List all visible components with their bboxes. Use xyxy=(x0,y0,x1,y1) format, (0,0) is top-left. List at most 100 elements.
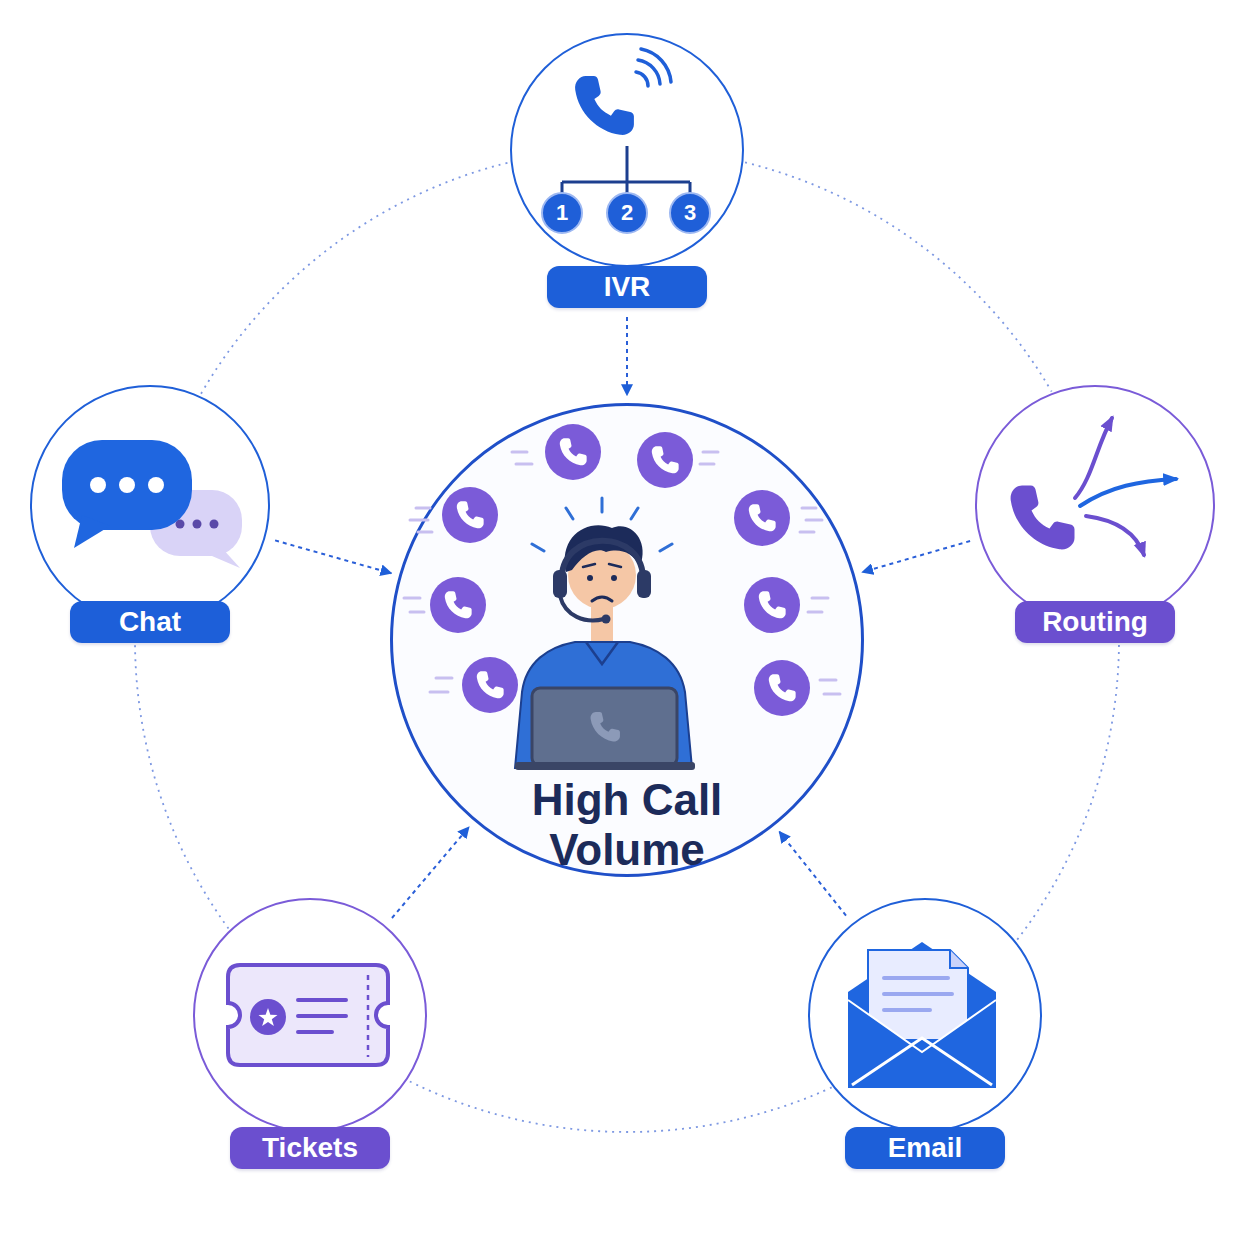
node-circle xyxy=(193,898,427,1132)
phone-bubble xyxy=(637,432,693,488)
ring-link xyxy=(201,162,509,393)
email-icon xyxy=(848,942,996,1088)
ivr-icon xyxy=(638,60,660,84)
chat-icon xyxy=(210,520,219,529)
ring-link xyxy=(745,162,1052,391)
channel-node: Email xyxy=(808,898,1042,1170)
phone-bubble xyxy=(462,657,518,713)
channel-label: Chat xyxy=(119,606,181,638)
ring-link xyxy=(409,1081,832,1132)
agent-figure xyxy=(515,762,695,770)
ivr-icon xyxy=(641,49,671,82)
agent-figure xyxy=(515,642,692,768)
phone-bubble xyxy=(477,671,504,698)
ivr-icon xyxy=(575,76,634,135)
chat-icon xyxy=(62,440,192,530)
agent-figure xyxy=(637,570,651,598)
email-icon xyxy=(852,1038,992,1085)
speed-lines xyxy=(808,598,828,612)
agent-figure xyxy=(587,575,593,581)
node-circle xyxy=(30,385,270,625)
chat-icon xyxy=(119,477,135,493)
ivr-icon xyxy=(562,146,690,196)
agent-figure xyxy=(532,688,677,766)
email-icon xyxy=(848,942,996,1088)
agent-figure xyxy=(602,615,611,624)
flow-arrow xyxy=(626,317,628,395)
agent-figure xyxy=(586,642,618,664)
hub-circle: High Call Volume xyxy=(390,403,864,877)
phone-bubble xyxy=(442,487,498,543)
speed-lines xyxy=(404,452,840,694)
agent-figure xyxy=(562,541,643,582)
phone-bubble xyxy=(462,657,518,713)
stress-lines xyxy=(532,498,672,551)
ticket-icon xyxy=(228,965,388,1065)
phone-bubble xyxy=(430,577,486,633)
speed-lines xyxy=(410,508,432,532)
ticket-icon xyxy=(367,975,370,1057)
chat-icon xyxy=(148,477,164,493)
chat-icon xyxy=(205,548,240,568)
hub-text-box: High Call Volume xyxy=(477,775,777,875)
agent-figure xyxy=(592,597,612,601)
ticket-icon xyxy=(298,1000,346,1032)
phone-bubble xyxy=(430,577,486,633)
speed-lines xyxy=(512,452,532,464)
agent-figure xyxy=(591,598,613,646)
channel-pill: Routing xyxy=(1015,601,1175,643)
phone-bubble xyxy=(759,591,786,618)
flow-arrow xyxy=(779,832,846,916)
email-icon xyxy=(848,1000,996,1052)
chat-icon xyxy=(74,515,110,548)
flow-arrow xyxy=(862,541,970,572)
ivr-icon xyxy=(670,193,710,233)
phone-bubble xyxy=(545,424,601,480)
email-icon xyxy=(884,978,952,1010)
phone-bubble xyxy=(637,432,693,488)
email-icon xyxy=(868,950,968,1040)
phone-bubble xyxy=(754,660,810,716)
channel-node: Routing xyxy=(975,385,1215,644)
channel-label: Routing xyxy=(1042,606,1148,638)
phone-bubble xyxy=(749,504,776,531)
routing-icon xyxy=(1080,479,1176,506)
phone-bubble xyxy=(652,446,679,473)
phone-bubble xyxy=(442,487,498,543)
ticket-icon xyxy=(228,965,388,1065)
channel-node: Chat xyxy=(30,385,270,644)
channel-pill: Email xyxy=(845,1127,1005,1169)
routing-icon xyxy=(1011,418,1176,555)
agent-figure xyxy=(583,564,621,567)
node-circle xyxy=(975,385,1215,625)
ivr-icon xyxy=(542,193,582,233)
speed-lines xyxy=(700,452,718,464)
routing-icon xyxy=(1011,486,1075,550)
channel-label: IVR xyxy=(604,271,651,303)
channel-label: Tickets xyxy=(262,1132,358,1164)
chat-icon xyxy=(62,440,242,568)
agent-figure xyxy=(515,525,695,770)
hub-label: High Call Volume xyxy=(477,775,777,875)
channel-pill: Chat xyxy=(70,601,230,643)
ticket-icon xyxy=(258,1008,277,1026)
phone-bubble xyxy=(769,674,796,701)
agent-figure xyxy=(565,525,643,572)
phone-bubble xyxy=(445,591,472,618)
phone-bubble xyxy=(734,490,790,546)
speed-lines xyxy=(404,598,424,612)
channel-pill: IVR xyxy=(547,266,707,308)
ivr-icon xyxy=(607,193,647,233)
ivr-icon xyxy=(636,72,648,86)
agent-figure xyxy=(611,575,617,581)
phone-bubble xyxy=(734,490,790,546)
phone-bubble xyxy=(545,424,601,480)
ticket-icon xyxy=(250,999,286,1035)
chat-icon xyxy=(193,520,202,529)
speed-lines xyxy=(820,680,840,694)
email-icon xyxy=(848,1000,996,1088)
phone-bubble xyxy=(744,577,800,633)
phone-bubble xyxy=(744,577,800,633)
